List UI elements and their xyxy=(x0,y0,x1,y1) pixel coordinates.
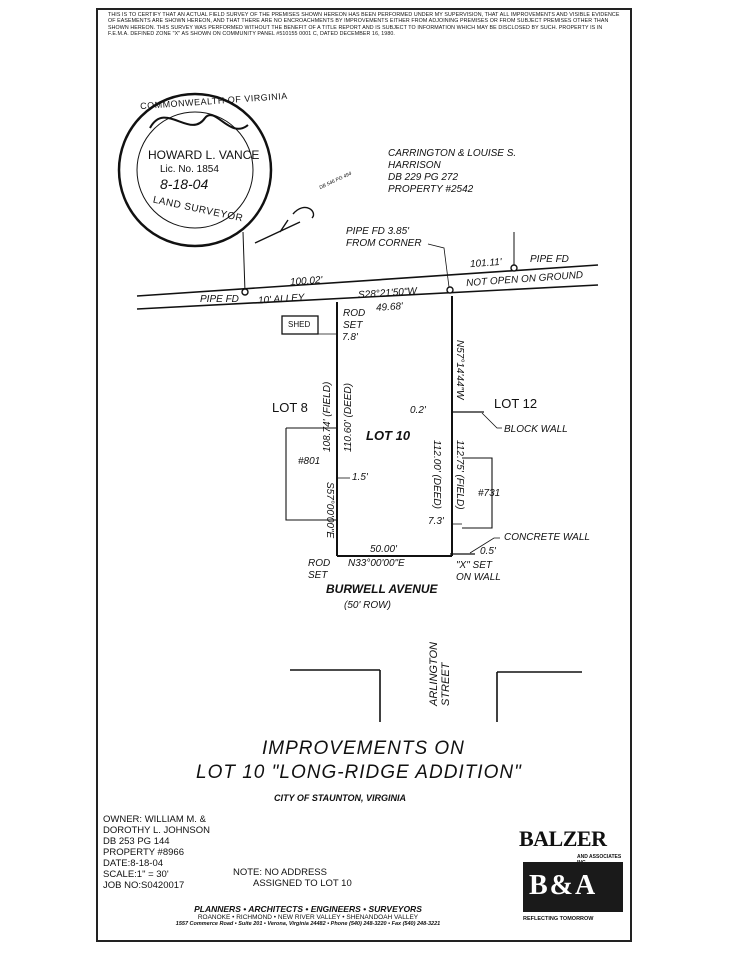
x-set-1: "X" SET xyxy=(456,560,492,571)
firm-address: 1557 Commerce Road • Suite 201 • Verona,… xyxy=(175,921,441,927)
adjoiner-line-1: CARRINGTON & LOUISE S. xyxy=(388,148,517,159)
arlington-street-label: ARLINGTON STREET xyxy=(428,642,452,706)
x-set-2: ON WALL xyxy=(456,572,501,583)
firm-logo: BALZER AND ASSOCIATES INC B&A REFLECTING… xyxy=(519,826,627,928)
bearing-bottom: N33°00'00"E xyxy=(348,558,405,569)
block-wall-label: BLOCK WALL xyxy=(504,424,568,435)
note-block: NOTE: NO ADDRESS ASSIGNED TO LOT 10 xyxy=(233,867,352,889)
logo-name: BALZER xyxy=(519,826,607,851)
owner-block: OWNER: WILLIAM M. & DOROTHY L. JOHNSON D… xyxy=(103,814,210,858)
concrete-wall-label: CONCRETE WALL xyxy=(504,532,590,543)
left-bearing: S57°00'00"E xyxy=(324,482,335,539)
job-block: DATE:8-18-04 SCALE:1" = 30' JOB NO:S0420… xyxy=(103,858,184,891)
shed-label: SHED xyxy=(288,320,311,329)
pipe-fd-left: PIPE FD xyxy=(200,294,239,305)
job-date: DATE:8-18-04 xyxy=(103,858,164,869)
offset-0-2: 0.2' xyxy=(410,405,426,416)
rod-set-bottom-1: ROD xyxy=(308,558,331,569)
owner-line-3: DB 253 PG 144 xyxy=(103,836,170,847)
job-number: JOB NO:S0420017 xyxy=(103,880,185,891)
adjoiner-line-3: DB 229 PG 272 xyxy=(388,172,459,183)
offset-1-5: 1.5' xyxy=(352,472,368,483)
firm-services: PLANNERS • ARCHITECTS • ENGINEERS • SURV… xyxy=(194,904,422,914)
seal-date: 8-18-04 xyxy=(160,176,209,192)
firm-info: PLANNERS • ARCHITECTS • ENGINEERS • SURV… xyxy=(103,904,513,927)
firm-offices: ROANOKE • RICHMOND • NEW RIVER VALLEY • … xyxy=(197,914,419,921)
seal-license: Lic. No. 1854 xyxy=(160,164,219,175)
logo-mark: B&A xyxy=(529,870,598,901)
offset-0-5: 0.5' xyxy=(480,546,496,557)
right-bearing: N57°14'44"W xyxy=(454,340,465,400)
pipe-fd-corner-2: FROM CORNER xyxy=(346,238,422,249)
distance-right: 101.11' xyxy=(469,256,503,271)
title-line-1: IMPROVEMENTS ON xyxy=(262,738,465,759)
owner-line-4: PROPERTY #8966 xyxy=(103,847,184,858)
left-field-dim: 108.74' (FIELD) xyxy=(322,381,333,452)
rod-set-top-2: SET xyxy=(343,320,363,331)
logo-mark-block: B&A xyxy=(523,862,623,912)
pipe-fd-right: PIPE FD xyxy=(530,254,569,265)
avenue-row: (50' ROW) xyxy=(344,600,391,611)
adjoiner-line-4: PROPERTY #2542 xyxy=(388,184,474,195)
distance-bottom: 50.00' xyxy=(370,544,397,555)
rod-set-bottom-2: SET xyxy=(308,570,328,581)
shed-offset: 7.8' xyxy=(342,332,358,343)
note-line-2: ASSIGNED TO LOT 10 xyxy=(253,878,352,889)
adjoiner-line-2: HARRISON xyxy=(388,160,441,171)
left-deed-dim: 110.60' (DEED) xyxy=(343,383,354,452)
logo-tagline: REFLECTING TOMORROW xyxy=(523,916,594,922)
lot-10-label: LOT 10 xyxy=(366,428,411,443)
page-frame xyxy=(96,8,632,942)
note-line-1: NOTE: NO ADDRESS xyxy=(233,867,327,878)
distance-top: 49.68' xyxy=(375,301,404,314)
owner-line-2: DOROTHY L. JOHNSON xyxy=(103,825,210,836)
right-deed-dim: 112.00' (DEED) xyxy=(431,440,442,509)
house-731: #731 xyxy=(478,488,501,499)
title-line-2: LOT 10 "LONG-RIDGE ADDITION" xyxy=(196,762,522,783)
surveyor-seal xyxy=(117,92,273,248)
owner-line-1: OWNER: WILLIAM M. & xyxy=(103,814,206,825)
certification-text: THIS IS TO CERTIFY THAT AN ACTUAL FIELD … xyxy=(108,12,620,37)
offset-7-3: 7.3' xyxy=(428,516,444,527)
city-label: CITY OF STAUNTON, VIRGINIA xyxy=(274,793,407,803)
distance-left: 100.02' xyxy=(289,274,323,289)
seal-name: HOWARD L. VANCE xyxy=(148,148,260,162)
avenue-label: BURWELL AVENUE xyxy=(326,582,438,596)
job-scale: SCALE:1" = 30' xyxy=(103,869,169,880)
lot-8-label: LOT 8 xyxy=(272,400,308,415)
house-801: #801 xyxy=(298,456,321,467)
rod-set-top-1: ROD xyxy=(343,308,366,319)
lot-12-label: LOT 12 xyxy=(494,396,538,411)
pipe-fd-corner-1: PIPE FD 3.85' xyxy=(346,226,410,237)
right-field-dim: 112.75' (FIELD) xyxy=(454,440,465,510)
